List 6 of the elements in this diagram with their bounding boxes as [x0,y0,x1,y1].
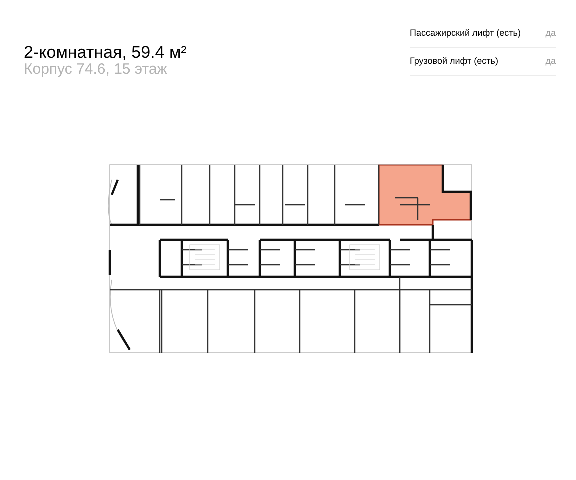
feature-name: Пассажирский лифт (есть) [410,26,521,40]
feature-value: да [546,26,556,40]
feature-value: да [546,54,556,68]
feature-name: Грузовой лифт (есть) [410,54,498,68]
apartment-title: 2-комнатная, 59.4 м² [24,42,187,64]
building-floor-subtitle: Корпус 74.6, 15 этаж [24,61,168,80]
